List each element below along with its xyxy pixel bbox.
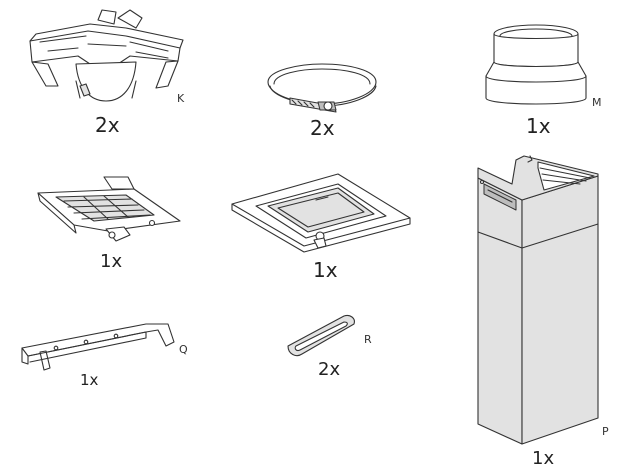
mounting-bracket-plate-icon: [37, 176, 181, 242]
part-m-quantity: 1x: [526, 114, 551, 138]
part-q-label: Q: [179, 343, 188, 356]
part-p-label: P: [602, 425, 609, 438]
rubber-gasket-icon: [287, 314, 355, 357]
round-reducer-flange-icon: [485, 24, 587, 105]
frame-quantity: 1x: [313, 258, 338, 282]
clamp-quantity: 2x: [310, 116, 335, 140]
part-r-quantity: 2x: [318, 359, 341, 380]
part-q-quantity: 1x: [80, 371, 99, 389]
part-p-quantity: 1x: [532, 448, 555, 469]
part-k-quantity: 2x: [95, 113, 120, 137]
part-r-label: R: [364, 333, 372, 346]
part-m-label: M: [592, 96, 602, 109]
bracket-small-quantity: 1x: [100, 251, 123, 272]
chimney-cover-duct-icon: [477, 155, 599, 445]
hose-clamp-icon: [267, 63, 377, 113]
part-k-label: K: [177, 92, 185, 105]
y-piece-duct-connector-icon: [29, 9, 184, 102]
wall-bracket-icon: [21, 323, 175, 371]
square-mounting-frame-icon: [231, 173, 411, 253]
